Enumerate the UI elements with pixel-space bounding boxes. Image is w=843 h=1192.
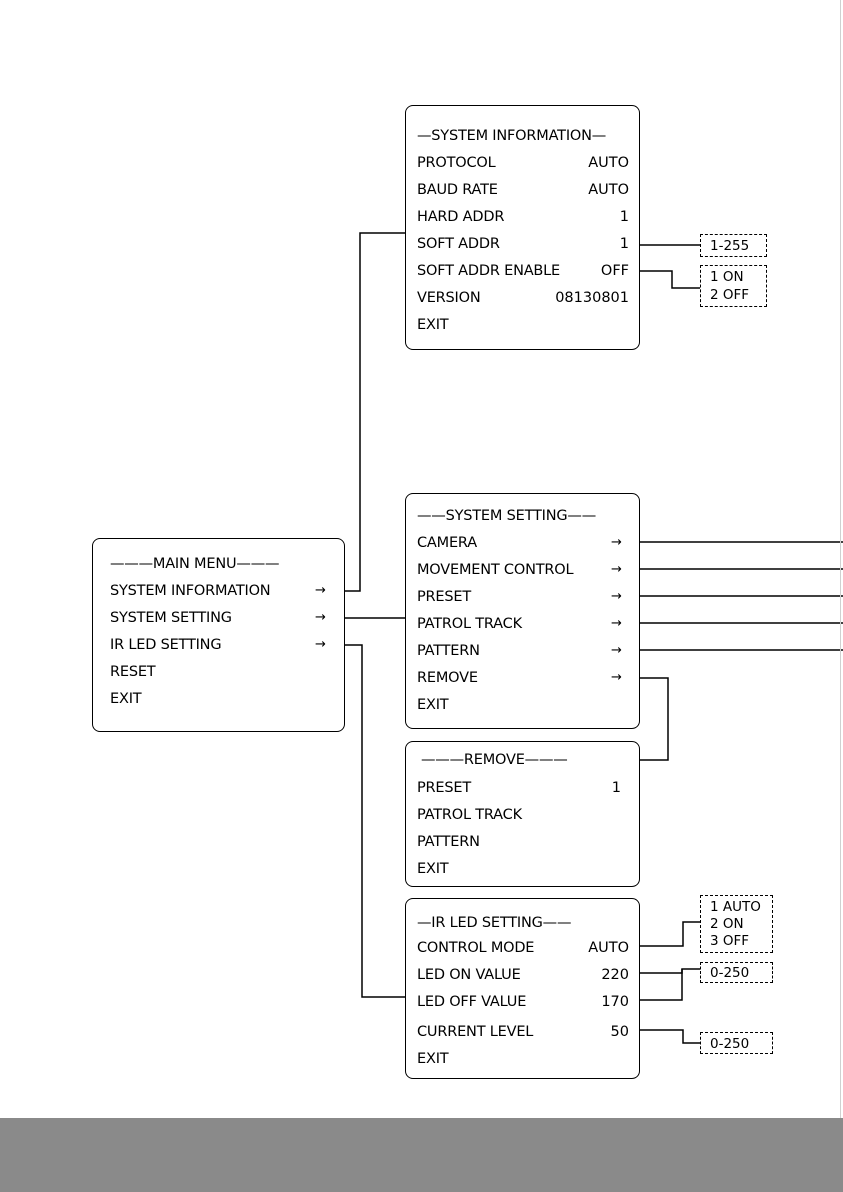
system-setting-item-remove: REMOVE <box>417 670 478 686</box>
led-off-value: 170 <box>601 994 629 1010</box>
main-menu: ———MAIN MENU——— SYSTEM INFORMATION → SYS… <box>92 538 345 732</box>
led-value-range-box: 0-250 <box>700 962 773 983</box>
arrow-right-icon: → <box>315 583 326 598</box>
protocol-value: AUTO <box>588 155 629 171</box>
main-menu-item-ir-led-setting: IR LED SETTING <box>110 637 222 653</box>
control-mode-option-auto: 1 AUTO <box>710 899 761 915</box>
remove-pattern-label: PATTERN <box>417 834 480 850</box>
led-off-value-label: LED OFF VALUE <box>417 994 527 1010</box>
main-menu-item-system-information: SYSTEM INFORMATION <box>110 583 271 599</box>
led-on-value: 220 <box>601 967 629 983</box>
arrow-right-icon: → <box>611 535 622 550</box>
arrow-right-icon: → <box>315 610 326 625</box>
soft-addr-enable-value: OFF <box>600 263 629 279</box>
hard-addr-value: 1 <box>619 209 629 225</box>
ir-led-setting-title: —IR LED SETTING—— <box>417 915 572 931</box>
baud-rate-value: AUTO <box>588 182 629 198</box>
system-setting-title: ——SYSTEM SETTING—— <box>417 508 596 524</box>
control-mode-options-box: 1 AUTO 2 ON 3 OFF <box>700 895 773 953</box>
current-level-range: 0-250 <box>710 1036 750 1052</box>
system-information-title: —SYSTEM INFORMATION— <box>417 128 607 144</box>
remove-preset-label: PRESET <box>417 780 472 796</box>
remove-exit: EXIT <box>417 861 449 877</box>
current-level-range-box: 0-250 <box>700 1032 773 1054</box>
soft-addr-enable-label: SOFT ADDR ENABLE <box>417 263 561 279</box>
version-label: VERSION <box>417 290 481 306</box>
page-edge-line <box>840 0 841 1120</box>
led-on-value-label: LED ON VALUE <box>417 967 521 983</box>
soft-addr-range: 1-255 <box>710 238 750 254</box>
soft-addr-label: SOFT ADDR <box>417 236 500 252</box>
soft-addr-value: 1 <box>619 236 629 252</box>
arrow-right-icon: → <box>611 643 622 658</box>
remove-menu: ———REMOVE——— PRESET 1 PATROL TRACK PATTE… <box>405 741 640 887</box>
soft-addr-enable-option-off: 2 OFF <box>710 287 750 303</box>
system-setting-item-pattern: PATTERN <box>417 643 480 659</box>
system-setting-item-camera: CAMERA <box>417 535 477 551</box>
protocol-label: PROTOCOL <box>417 155 496 171</box>
arrow-right-icon: → <box>611 589 622 604</box>
soft-addr-enable-option-on: 1 ON <box>710 269 744 285</box>
arrow-right-icon: → <box>611 670 622 685</box>
system-setting-item-preset: PRESET <box>417 589 472 605</box>
control-mode-option-on: 2 ON <box>710 916 744 932</box>
baud-rate-label: BAUD RATE <box>417 182 498 198</box>
ir-led-setting-exit: EXIT <box>417 1051 449 1067</box>
control-mode-label: CONTROL MODE <box>417 940 535 956</box>
main-menu-item-exit: EXIT <box>110 691 142 707</box>
ir-led-setting-menu: —IR LED SETTING—— CONTROL MODE AUTO LED … <box>405 898 640 1079</box>
arrow-right-icon: → <box>611 616 622 631</box>
system-setting-item-movement-control: MOVEMENT CONTROL <box>417 562 574 578</box>
led-value-range: 0-250 <box>710 965 750 981</box>
current-level-value: 50 <box>610 1024 629 1040</box>
control-mode-value: AUTO <box>588 940 629 956</box>
soft-addr-enable-options-box: 1 ON 2 OFF <box>700 265 767 307</box>
arrow-right-icon: → <box>315 637 326 652</box>
main-menu-item-reset: RESET <box>110 664 156 680</box>
soft-addr-range-box: 1-255 <box>700 234 767 257</box>
remove-preset-value: 1 <box>611 780 621 796</box>
system-setting-item-patrol-track: PATROL TRACK <box>417 616 522 632</box>
control-mode-option-off: 3 OFF <box>710 933 750 949</box>
remove-patrol-track-label: PATROL TRACK <box>417 807 522 823</box>
page-footer-band <box>0 1118 843 1192</box>
current-level-label: CURRENT LEVEL <box>417 1024 534 1040</box>
system-setting-item-exit: EXIT <box>417 697 449 713</box>
main-menu-item-system-setting: SYSTEM SETTING <box>110 610 232 626</box>
hard-addr-label: HARD ADDR <box>417 209 505 225</box>
arrow-right-icon: → <box>611 562 622 577</box>
system-setting-menu: ——SYSTEM SETTING—— CAMERA → MOVEMENT CON… <box>405 493 640 729</box>
main-menu-title: ———MAIN MENU——— <box>110 556 280 572</box>
system-information-exit: EXIT <box>417 317 449 333</box>
system-information-menu: —SYSTEM INFORMATION— PROTOCOL AUTO BAUD … <box>405 105 640 350</box>
remove-title: ———REMOVE——— <box>421 752 568 768</box>
version-value: 08130801 <box>555 290 629 306</box>
